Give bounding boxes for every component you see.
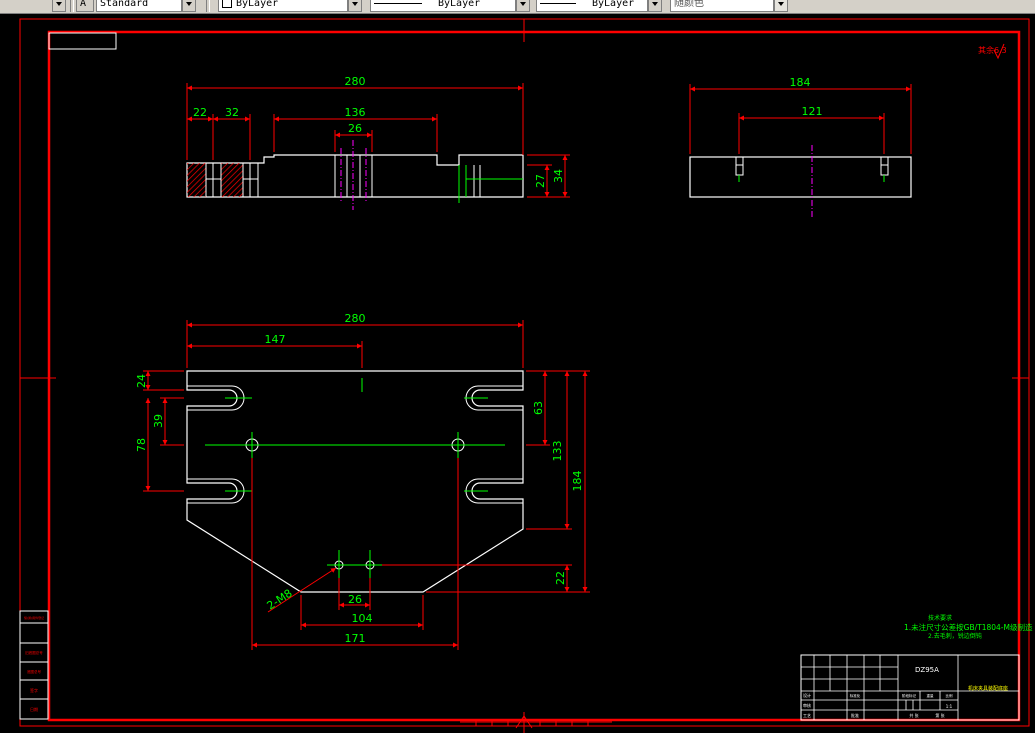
section-hatch-right	[221, 163, 243, 197]
tb-weight: 重量	[927, 693, 935, 698]
part-name: 机床夹具装配底座	[968, 685, 1008, 692]
tb-approve: 批准	[851, 712, 859, 718]
dim-280-top: 280	[345, 75, 366, 88]
dim-27-top: 27	[534, 174, 547, 188]
linetype-value: ByLayer	[438, 0, 481, 9]
linetype-dropdown-arrow[interactable]	[516, 0, 530, 12]
lineweight-select[interactable]: ByLayer	[536, 0, 648, 12]
sheet-border	[19, 18, 1030, 727]
linetype-select[interactable]: ByLayer	[370, 0, 516, 12]
properties-toolbar: A Standard ByLayer ByLayer ByLayer 随颜色	[0, 0, 1035, 14]
layer-dropdown-arrow[interactable]	[348, 0, 362, 12]
side-view-outline	[689, 156, 912, 198]
text-style-dropdown-arrow[interactable]	[182, 0, 196, 12]
tb-scale: 比例	[946, 693, 954, 698]
title-block: DZ95A 机床夹具装配底座 设计 审核 工艺 标准化 批准 阶段标记 重量 比…	[800, 654, 1020, 721]
strip-label-5: 日期	[30, 706, 38, 712]
tech-req-title: 技术要求	[928, 614, 952, 622]
toolbar-separator	[206, 0, 210, 12]
tb-standard: 标准化	[850, 693, 861, 698]
toolbar-separator	[70, 0, 74, 12]
plan-view-outline	[186, 370, 524, 593]
dim-184-side: 184	[790, 76, 811, 89]
lineweight-value: ByLayer	[592, 0, 635, 9]
text-style-icon[interactable]: A	[76, 0, 94, 12]
dim-184-plan: 184	[571, 471, 584, 492]
thread-callout: 2-M8	[265, 587, 295, 613]
front-view: 280 22 32 136 26 27 34	[186, 75, 570, 210]
dim-147-plan: 147	[265, 333, 286, 346]
lineweight-preview-icon	[540, 2, 576, 4]
section-hatch-left	[187, 163, 206, 197]
dim-22-top: 22	[193, 106, 207, 119]
drawing-number: DZ95A	[915, 666, 939, 674]
cad-drawing-canvas[interactable]: 其余6.3	[0, 13, 1035, 733]
plan-view: 280 147 24 39 78 63 133 184 22 26 104 17…	[135, 312, 590, 650]
toolbar-dropdown-arrow[interactable]	[52, 0, 66, 12]
tech-req-line-2: 2.去毛刺，锐边倒钝	[928, 632, 982, 640]
dim-121-side: 121	[802, 105, 823, 118]
linetype-preview-icon	[374, 2, 422, 4]
drawing-frame	[47, 30, 1021, 722]
layer-value: ByLayer	[236, 0, 279, 9]
dim-63-plan: 63	[532, 401, 545, 415]
strip-label-3: 底图总号	[27, 669, 41, 674]
centering-marks	[20, 19, 1029, 733]
roughness-symbol-icon	[993, 43, 1005, 60]
dim-26-top: 26	[348, 122, 362, 135]
dim-34-top: 34	[552, 169, 565, 183]
strip-label-2: 旧底图总号	[25, 650, 43, 655]
dim-136-top: 136	[345, 106, 366, 119]
tb-design: 设计	[803, 692, 811, 698]
drawing-code-box	[48, 32, 117, 50]
dim-133-plan: 133	[551, 441, 564, 462]
tb-scale-value: 1:1	[946, 704, 953, 709]
dim-104-plan: 104	[352, 612, 373, 625]
text-style-select[interactable]: Standard	[96, 0, 182, 12]
dim-32-top: 32	[225, 106, 239, 119]
plot-color-select[interactable]: 随颜色	[670, 0, 774, 12]
plot-color-dropdown-arrow[interactable]	[774, 0, 788, 12]
layer-select[interactable]: ByLayer	[218, 0, 348, 12]
grid-ruler-ticks	[460, 720, 612, 726]
tb-sheet-total: 共 张	[909, 712, 918, 718]
dim-280-plan: 280	[345, 312, 366, 325]
tb-process: 工艺	[803, 713, 811, 718]
side-view: 184 121	[689, 76, 912, 218]
color-swatch-icon	[222, 0, 232, 8]
strip-label-1: 借(通)用件登记	[24, 615, 44, 620]
dim-26-plan: 26	[348, 593, 362, 606]
dim-22-plan: 22	[554, 571, 567, 585]
tb-sheet-no: 第 张	[935, 712, 944, 718]
strip-label-4: 签字	[30, 687, 38, 693]
left-registration-strip: 借(通)用件登记 旧底图总号 底图总号 签字 日期	[19, 610, 49, 720]
dim-24-plan: 24	[135, 374, 148, 388]
tb-check: 审核	[803, 702, 811, 708]
tb-stage-mark: 阶段标记	[902, 693, 916, 698]
dim-171-plan: 171	[345, 632, 366, 645]
tech-req-line-1: 1.未注尺寸公差按GB/T1804-M级制造	[904, 622, 1033, 632]
lineweight-dropdown-arrow[interactable]	[648, 0, 662, 12]
technical-requirements: 技术要求 1.未注尺寸公差按GB/T1804-M级制造 2.去毛刺，锐边倒钝	[904, 614, 1033, 640]
dim-78-plan: 78	[135, 438, 148, 452]
roughness-note: 其余6.3	[978, 45, 1007, 55]
dim-39-plan: 39	[152, 414, 165, 428]
